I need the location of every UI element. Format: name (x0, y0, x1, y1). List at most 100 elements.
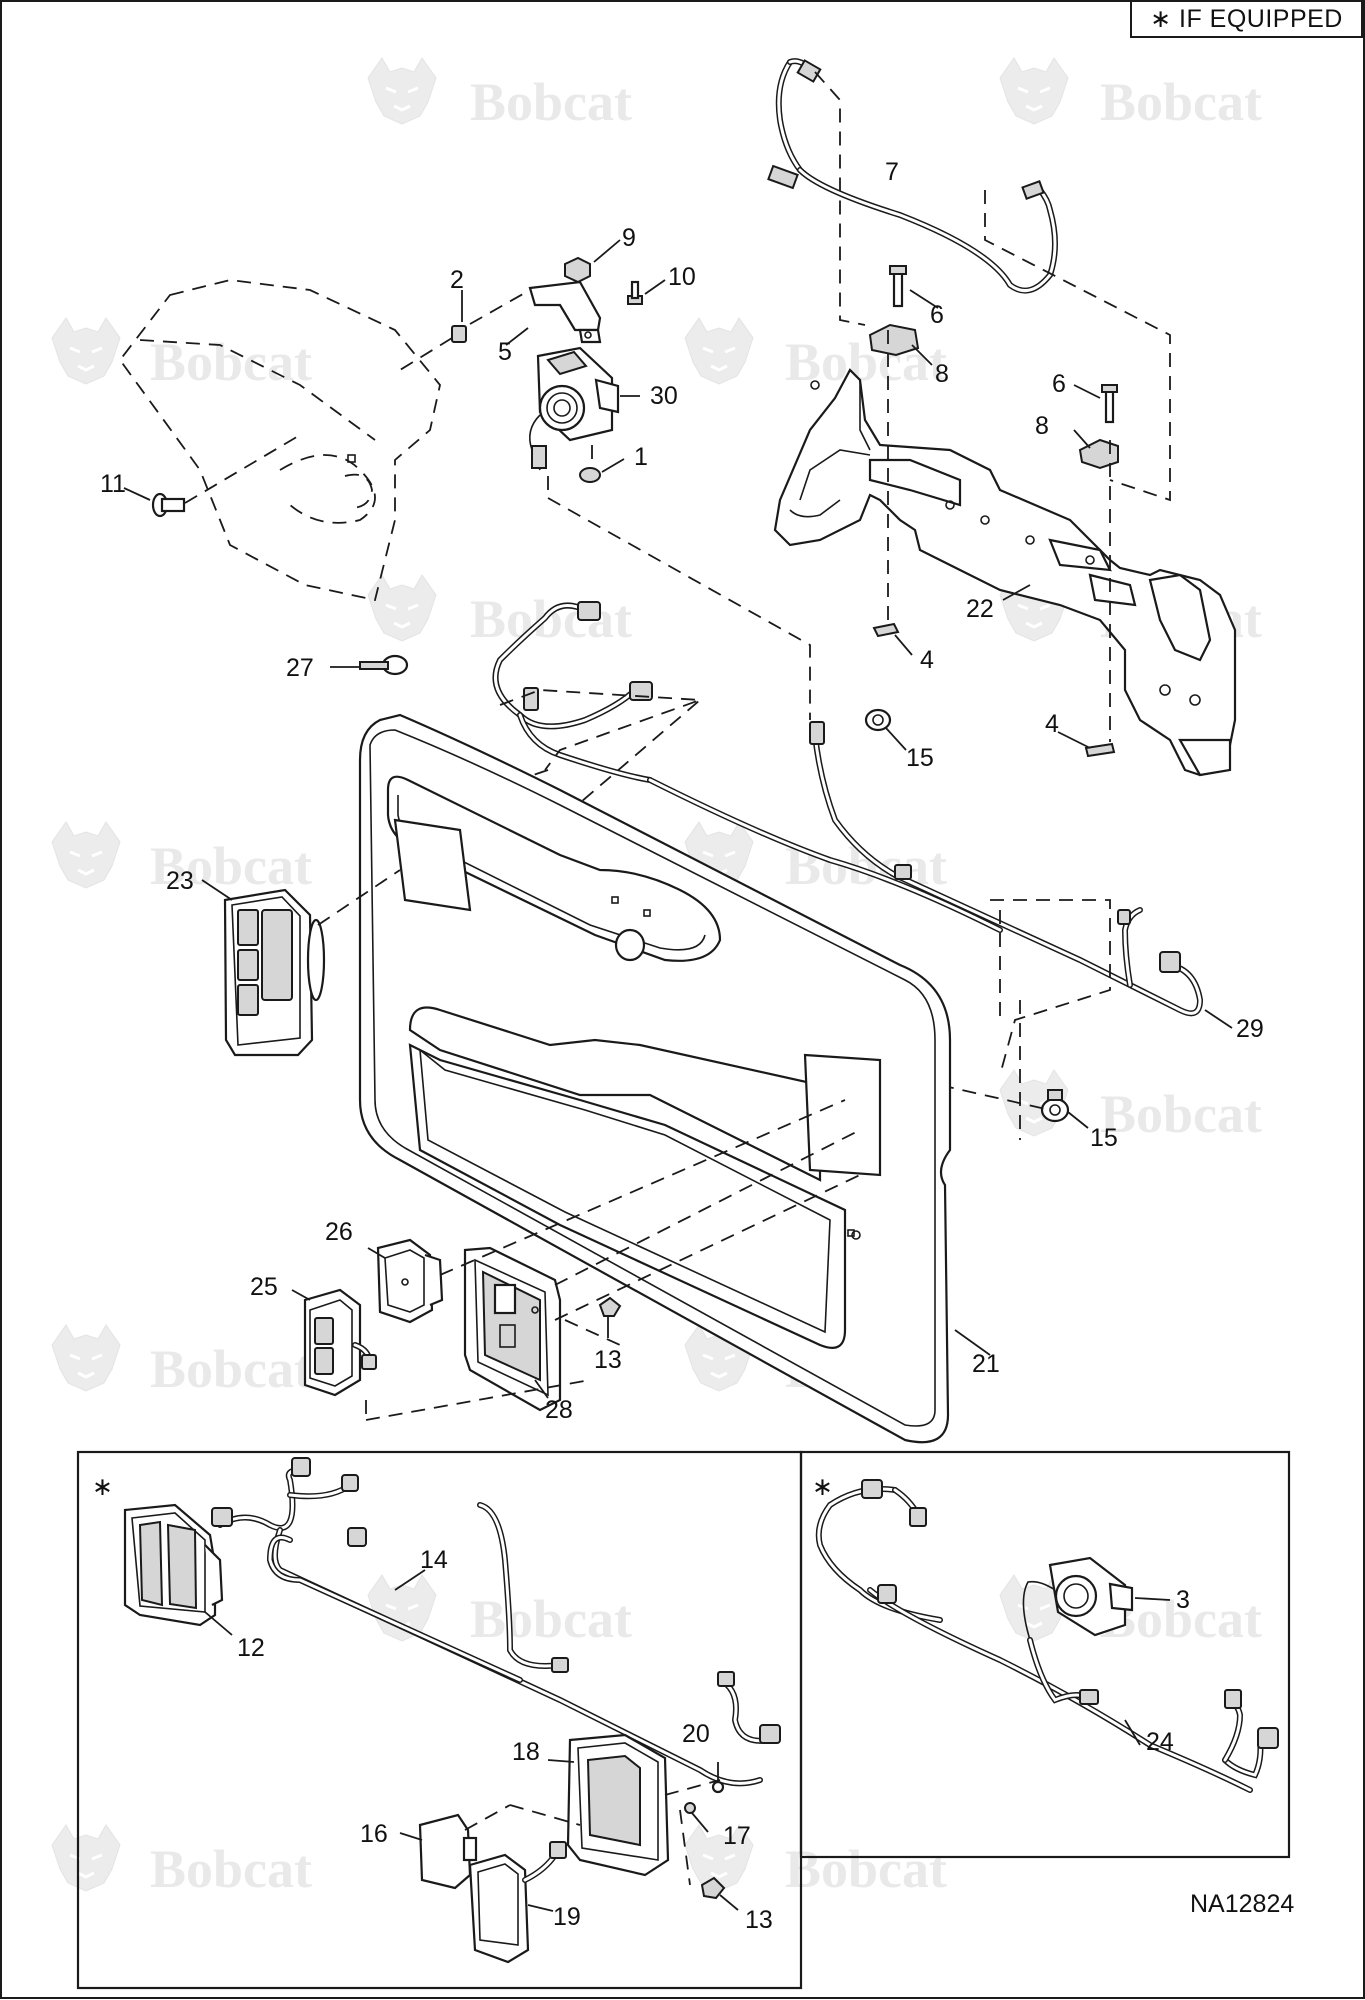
part-19-lamp (468, 1841, 567, 1964)
svg-text:Bobcat: Bobcat (470, 589, 632, 649)
callout-3: 3 (1176, 1586, 1190, 1614)
part-13-clip-lower (700, 1876, 726, 1900)
callout-8-upper: 8 (935, 360, 949, 388)
callout-22: 22 (966, 595, 994, 623)
asterisk-right: ∗ (812, 1473, 833, 1501)
leader-lines (123, 239, 1233, 1912)
part-12-light-bezel (123, 1503, 224, 1627)
callout-17: 17 (723, 1822, 751, 1850)
part-14-harness (211, 1457, 781, 1787)
callout-30: 30 (650, 382, 678, 410)
watermark-15: Bobcat (50, 1823, 312, 1899)
main-harness (492, 601, 1204, 1017)
part-22-mount-bracket (773, 368, 1237, 777)
if-equipped-text: ∗ IF EQUIPPED (1150, 5, 1343, 33)
part-20-washer (711, 1780, 725, 1794)
callout-18: 18 (512, 1738, 540, 1766)
svg-text:Bobcat: Bobcat (1100, 72, 1262, 132)
callout-10: 10 (668, 263, 696, 291)
part-7-harness (767, 58, 1171, 502)
svg-text:Bobcat: Bobcat (785, 332, 947, 392)
svg-text:Bobcat: Bobcat (150, 1839, 312, 1899)
part-13-clip-upper (598, 1296, 622, 1317)
part-21-door-frame (358, 713, 952, 1444)
option-kit-box-right (799, 1450, 1291, 1859)
part-15-clamp-lower (1040, 1089, 1070, 1123)
asterisk-left: ∗ (92, 1473, 113, 1501)
svg-text:Bobcat: Bobcat (1100, 1084, 1262, 1144)
watermark-5: Bobcat (366, 573, 632, 649)
callout-12: 12 (237, 1634, 265, 1662)
part-6-screw-lower (1101, 384, 1118, 424)
assembly-lines-left-box (464, 1779, 721, 1886)
if-equipped-note: ∗ IF EQUIPPED (1130, 0, 1363, 38)
callout-8-lower: 8 (1035, 412, 1049, 440)
callout-1: 1 (634, 443, 648, 471)
drawing-number: NA12824 (1190, 1890, 1295, 1918)
part-15-clamp-upper (864, 708, 892, 732)
callout-27: 27 (286, 654, 314, 682)
assembly-lines-harness (429, 689, 1111, 1140)
watermark-1: Bobcat (366, 56, 632, 132)
part-25-switch (303, 1288, 377, 1420)
callout-28: 28 (545, 1396, 573, 1424)
part-27-clip (359, 654, 409, 676)
part-30-alarm (529, 346, 620, 471)
callout-6-lower: 6 (1052, 370, 1066, 398)
svg-text:Bobcat: Bobcat (150, 836, 312, 896)
part-23-switch-panel (223, 869, 401, 1057)
callout-25: 25 (250, 1273, 278, 1301)
callout-24: 24 (1146, 1728, 1174, 1756)
callout-15-lower: 15 (1090, 1124, 1118, 1152)
callout-26: 26 (325, 1218, 353, 1246)
part-5-bracket (528, 280, 602, 344)
assembly-lines-top-left (469, 289, 811, 720)
part-1-clip-nut (579, 445, 601, 483)
part-9-nut (564, 256, 591, 284)
callout-13-upper: 13 (594, 1346, 622, 1374)
callout-4-lower: 4 (1045, 710, 1059, 738)
part-16-lamp (418, 1813, 478, 1890)
callout-13-lower: 13 (745, 1906, 773, 1934)
callout-2: 2 (450, 266, 464, 294)
part-28-switch-bezel (463, 1246, 562, 1412)
watermark-3: Bobcat (50, 316, 312, 392)
part-18-light-bezel (566, 1733, 670, 1877)
part-2-square-nut (399, 325, 467, 371)
watermark-7: Bobcat (50, 820, 312, 896)
part-11-bolt (151, 434, 301, 518)
callout-7: 7 (885, 158, 899, 186)
watermark-16: Bobcat (683, 1823, 947, 1899)
svg-text:Bobcat: Bobcat (785, 1839, 947, 1899)
watermark-2: Bobcat (998, 56, 1262, 132)
assembly-lines-lower-door (365, 1099, 861, 1421)
callout-20: 20 (682, 1720, 710, 1748)
callout-15-upper: 15 (906, 744, 934, 772)
svg-text:Bobcat: Bobcat (150, 1339, 312, 1399)
part-17-nut (684, 1802, 696, 1814)
part-24-harness (815, 1479, 1279, 1793)
watermark-13: Bobcat (366, 1573, 632, 1649)
callout-14: 14 (420, 1546, 448, 1574)
callout-23: 23 (166, 867, 194, 895)
svg-text:Bobcat: Bobcat (470, 1589, 632, 1649)
watermark-14: Bobcat (998, 1573, 1262, 1649)
part-4-plate-upper (872, 330, 900, 638)
watermark-10: Bobcat (998, 1068, 1262, 1144)
svg-text:Bobcat: Bobcat (150, 332, 312, 392)
callout-9: 9 (622, 224, 636, 252)
part-26-switch (376, 1238, 444, 1324)
callout-16: 16 (360, 1820, 388, 1848)
callout-5: 5 (498, 338, 512, 366)
part-3-alarm (1022, 1556, 1134, 1641)
dash-panel-phantom (118, 279, 441, 602)
part-10-screw (627, 280, 643, 305)
part-6-screw-upper (889, 265, 907, 308)
callout-11: 11 (100, 470, 126, 498)
callout-labels: 11 2 9 10 5 30 1 7 6 8 6 8 22 4 4 15 27 … (100, 158, 1264, 1934)
callout-21: 21 (972, 1350, 1000, 1378)
callout-4-upper: 4 (920, 646, 934, 674)
svg-text:Bobcat: Bobcat (470, 72, 632, 132)
part-4-plate-lower (1084, 440, 1116, 758)
